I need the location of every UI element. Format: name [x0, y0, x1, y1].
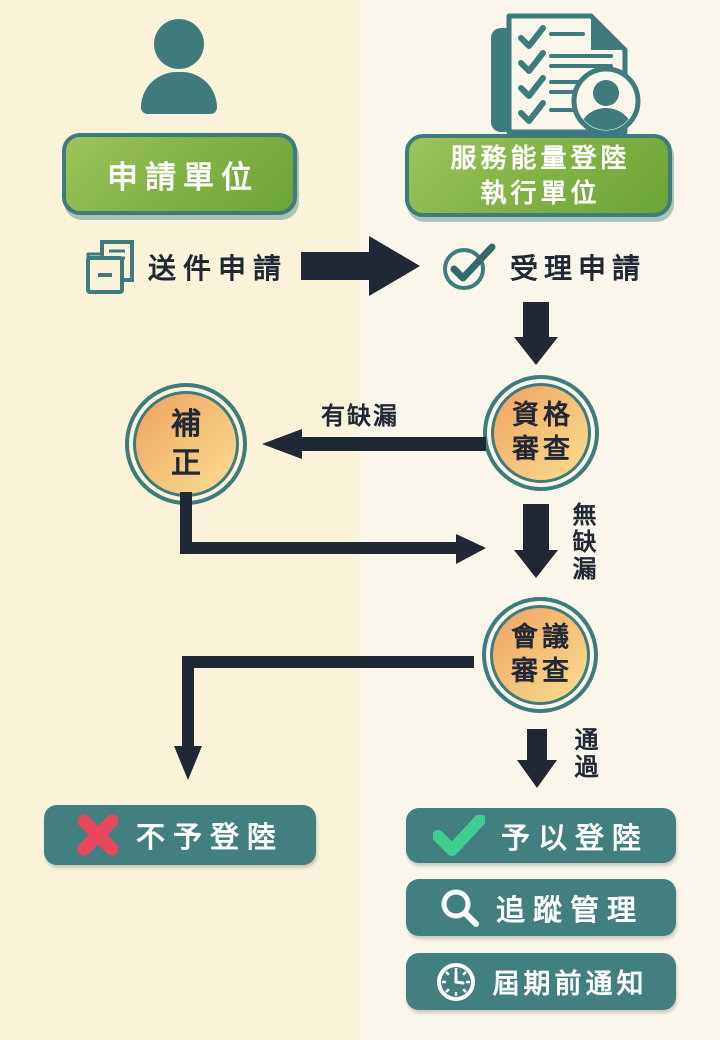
- flow-arrow-accept-to-qualification: [514, 302, 558, 365]
- x-icon: [77, 814, 119, 856]
- executor-unit-label: 服務能量登陸 執行單位: [446, 141, 630, 210]
- qualification-review-line1: 資格: [512, 400, 574, 431]
- no-deficiency-label: 無缺漏: [568, 502, 595, 583]
- clock-icon: [436, 962, 475, 1001]
- submit-step-label: 送件申請: [148, 253, 289, 284]
- applicant-unit-pill: 申請單位: [62, 133, 297, 215]
- flow-arrow-qualification-to-correction: [262, 429, 486, 459]
- notice-label: 屆期前通知: [492, 969, 648, 999]
- flow-arrow-meeting-to-approve: [517, 729, 557, 788]
- submit-step: 送件申請: [86, 240, 288, 294]
- person-icon: [141, 19, 217, 114]
- has-deficiency-label: 有缺漏: [321, 403, 399, 430]
- meeting-review-line2: 審查: [511, 656, 573, 686]
- qualification-review-line2: 審查: [512, 434, 574, 464]
- qualification-review-node: 資格 審查: [483, 375, 599, 491]
- executor-unit-pill: 服務能量登陸 執行單位: [405, 134, 672, 217]
- correction-line1: 補: [171, 408, 201, 441]
- flow-arrow-meeting-to-reject: [174, 656, 474, 780]
- check-icon: [432, 814, 485, 856]
- approve-label: 予以登陸: [500, 822, 649, 855]
- document-folder-icon: [86, 240, 134, 294]
- approve-pill: 予以登陸: [406, 808, 676, 863]
- accept-step-label: 受理申請: [510, 253, 647, 284]
- reject-label: 不予登陸: [135, 822, 284, 854]
- tracking-pill: 追蹤管理: [406, 879, 676, 936]
- executor-unit-label-line1: 服務能量登陸: [450, 143, 631, 174]
- correction-line2: 正: [171, 447, 201, 480]
- tracking-label: 追蹤管理: [495, 894, 644, 927]
- flow-arrow-correction-return: [180, 492, 486, 564]
- meeting-review-line1: 會議: [511, 622, 573, 653]
- notice-pill: 屆期前通知: [406, 953, 676, 1010]
- applicant-unit-label: 申請單位: [107, 159, 259, 195]
- flow-arrow-qualification-to-meeting: [514, 504, 558, 578]
- correction-node: 補 正: [125, 383, 247, 505]
- check-circle-icon: [443, 243, 496, 290]
- pass-label: 通過: [570, 727, 597, 781]
- executor-unit-label-line2: 執行單位: [480, 177, 601, 208]
- accept-step: 受理申請: [440, 241, 646, 293]
- meeting-review-node: 會議 審查: [482, 597, 598, 713]
- search-icon: [441, 889, 479, 927]
- flow-arrow-submit-to-accept: [301, 236, 420, 296]
- reject-pill: 不予登陸: [44, 805, 316, 865]
- checklist-icon: [491, 13, 641, 136]
